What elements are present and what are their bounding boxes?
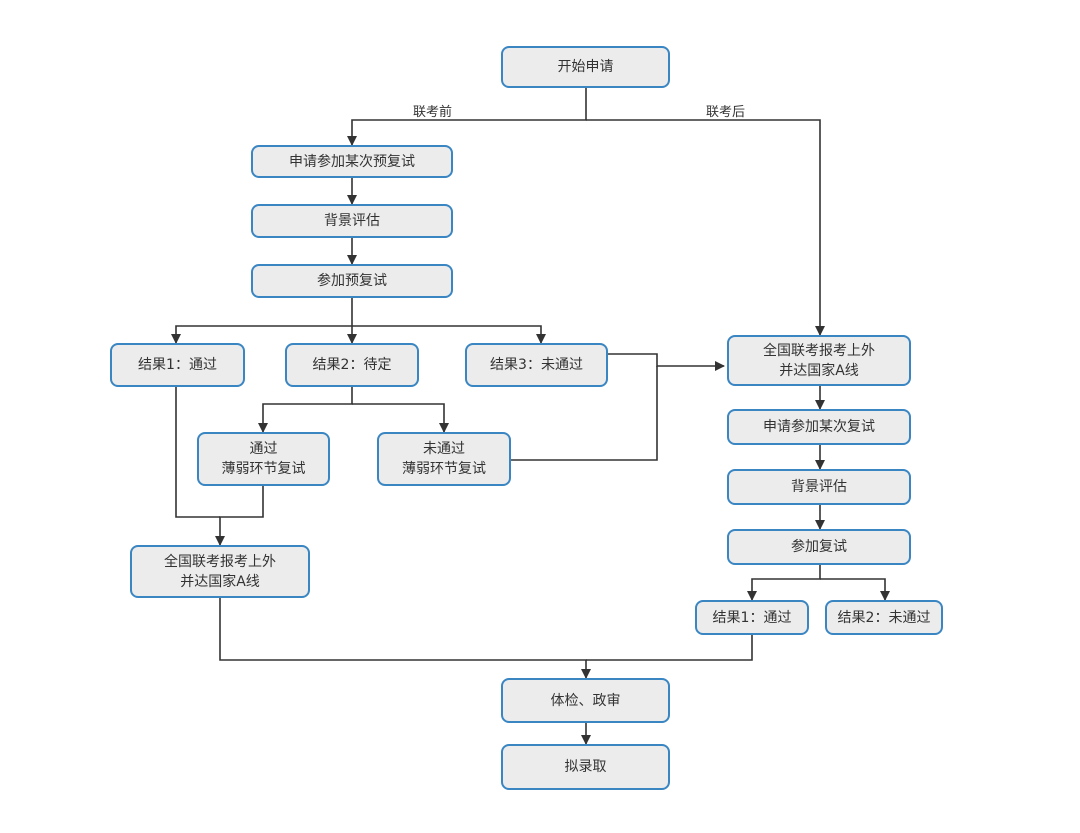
node-res3-fail-label: 结果3：未通过 — [490, 357, 583, 373]
node-attend-pre-label: 参加预复试 — [317, 273, 387, 289]
node-physical-label: 体检、政审 — [550, 692, 621, 709]
node-physical: 体检、政审 — [501, 678, 670, 723]
edge-attend-to-res1 — [171, 298, 353, 344]
node-final-pass-label: 结果1：通过 — [712, 609, 792, 626]
node-weak-fail: 未通过 薄弱环节复试 — [377, 432, 511, 486]
node-apply-retest-label: 申请参加某次复试 — [763, 419, 875, 435]
node-apply-retest: 申请参加某次复试 — [727, 409, 911, 445]
node-final-fail: 结果2：未通过 — [825, 600, 943, 635]
node-attend-retest: 参加复试 — [727, 529, 911, 565]
node-attend-retest-label: 参加复试 — [791, 539, 847, 555]
node-start: 开始申请 — [501, 46, 670, 88]
node-weak-fail-line2: 薄弱环节复试 — [402, 461, 486, 477]
edge-attend-retest-to-final-fail — [820, 578, 890, 601]
node-right-aline-line2: 并达国家A线 — [779, 362, 859, 379]
edge-res2-to-weak-fail — [352, 403, 449, 433]
edge-res2-to-weak-pass — [258, 387, 353, 433]
node-final-fail-label: 结果2：未通过 — [837, 609, 931, 626]
edge-final-pass-to-physical — [586, 635, 753, 661]
node-res3-fail: 结果3：未通过 — [465, 343, 608, 387]
node-admit-label: 拟录取 — [564, 759, 607, 775]
edge-weak-fail-to-right-aline — [511, 366, 658, 461]
node-left-aline-line2: 并达国家A线 — [180, 573, 260, 590]
edge-attend-to-res3 — [352, 325, 546, 344]
node-res2-pending-label: 结果2：待定 — [312, 357, 392, 373]
node-final-pass: 结果1：通过 — [695, 600, 809, 635]
edge-res3-to-right-aline — [608, 353, 725, 371]
node-bg-eval-2-label: 背景评估 — [791, 479, 847, 495]
edge-attend-retest-to-final-pass — [747, 565, 821, 601]
edge-start-to-right-aline — [586, 119, 825, 336]
node-apply-pre-label: 申请参加某次预复试 — [289, 153, 415, 170]
edge-left-aline-to-physical — [219, 598, 591, 679]
node-weak-pass-line1: 通过 — [249, 441, 278, 457]
node-weak-fail-line1: 未通过 — [423, 441, 465, 457]
node-weak-pass: 通过 薄弱环节复试 — [197, 432, 330, 486]
edge-weak-pass-to-left-aline — [215, 486, 264, 546]
node-start-label: 开始申请 — [557, 59, 614, 75]
node-res1-pass: 结果1：通过 — [110, 343, 245, 387]
edge-start-to-apply-pre — [347, 88, 587, 146]
node-apply-pre: 申请参加某次预复试 — [251, 145, 453, 178]
node-bg-eval-1-label: 背景评估 — [324, 213, 380, 229]
node-admit: 拟录取 — [501, 744, 670, 790]
node-right-aline: 全国联考报考上外 并达国家A线 — [727, 335, 911, 386]
node-bg-eval-2: 背景评估 — [727, 469, 911, 505]
edge-res1-to-left-aline — [175, 387, 220, 518]
node-attend-pre: 参加预复试 — [251, 264, 453, 298]
node-res2-pending: 结果2：待定 — [285, 343, 419, 387]
edge-label-after: 联考后 — [706, 105, 746, 120]
node-left-aline: 全国联考报考上外 并达国家A线 — [130, 545, 310, 598]
node-left-aline-line1: 全国联考报考上外 — [164, 553, 276, 570]
edge-label-before: 联考前 — [413, 105, 453, 120]
node-weak-pass-line2: 薄弱环节复试 — [221, 461, 306, 477]
node-right-aline-line1: 全国联考报考上外 — [763, 342, 875, 359]
node-res1-pass-label: 结果1：通过 — [138, 357, 217, 373]
node-bg-eval-1: 背景评估 — [251, 204, 453, 238]
